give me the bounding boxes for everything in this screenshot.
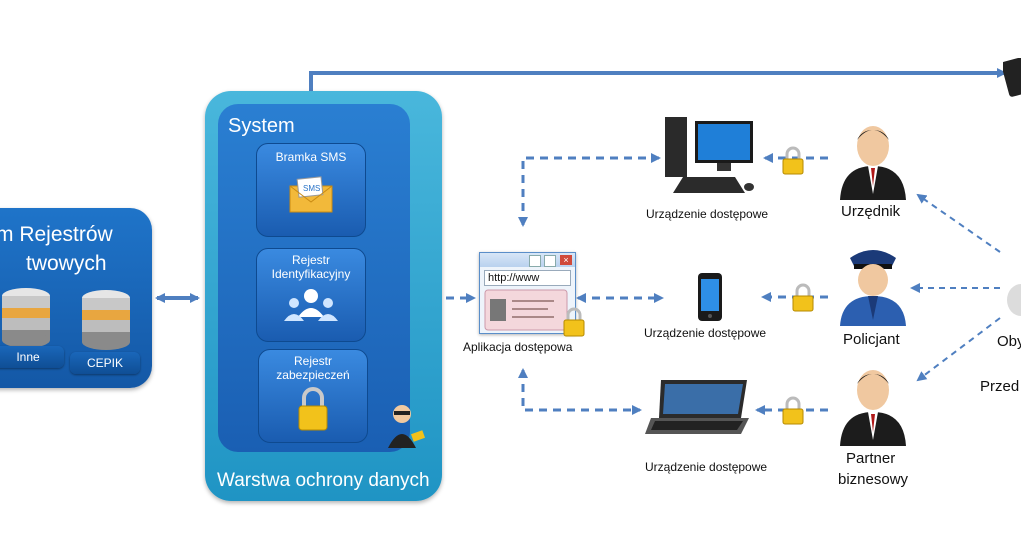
state-registers-title-line1: m Rejestrów	[0, 223, 113, 246]
browser-titlebar: ×	[480, 253, 575, 267]
register-tab-other-label: Inne	[16, 350, 40, 364]
register-tab-cepik-label: CEPIK	[86, 356, 123, 370]
business-partner-icon	[840, 370, 906, 446]
police-label: Policjant	[843, 331, 900, 348]
database-icon	[2, 288, 50, 348]
id-card-icon	[484, 289, 568, 331]
access-application-label: Aplikacja dostępowa	[463, 340, 573, 354]
security-register-card: Rejestr zabezpieczeń	[258, 349, 368, 443]
url-bar[interactable]: http://www	[484, 270, 571, 286]
mobile-phone-icon	[1003, 58, 1021, 97]
app-desktop-arrow	[518, 153, 661, 227]
register-tab-other: Inne	[0, 346, 64, 368]
partner-label-line2: biznesowy	[838, 471, 909, 488]
police-officer-icon	[840, 250, 906, 326]
clerk-avatar-icon	[840, 126, 906, 200]
security-register-label-line1: Rejestr	[293, 354, 332, 368]
padlock-icon	[298, 387, 328, 431]
sms-badge: SMS	[303, 184, 320, 193]
browser-window: × http://www	[479, 252, 576, 334]
desktop-device-label: Urządzenie dostępowe	[646, 207, 769, 221]
system-title: System	[228, 115, 295, 137]
entrepreneur-label: Przed	[980, 378, 1020, 395]
desktop-computer-icon	[665, 117, 754, 193]
clerk-label: Urzędnik	[841, 203, 901, 220]
citizen-partner-arrow	[916, 317, 1001, 382]
padlock-icon	[782, 146, 804, 175]
security-register-label-line2: zabezpieczeń	[276, 368, 350, 382]
app-laptop-arrow	[518, 368, 642, 415]
register-tab-cepik: CEPIK	[70, 352, 140, 374]
id-register-label-line1: Rejestr	[291, 253, 330, 267]
state-registers-title: m Rejestrów twowych	[0, 220, 113, 278]
laptop-device-label: Urządzenie dostępowe	[645, 460, 768, 474]
state-registers-box: m Rejestrów twowych Inne CEPIK	[0, 208, 152, 388]
phone-device-label: Urządzenie dostępowe	[644, 326, 767, 340]
padlock-icon	[563, 307, 585, 337]
laptop-icon	[645, 380, 749, 434]
people-group-icon	[284, 289, 338, 321]
envelope-icon: SMS	[289, 176, 333, 213]
state-registers-title-line2: twowych	[26, 252, 107, 275]
padlock-icon	[782, 396, 804, 425]
minimize-icon[interactable]	[529, 255, 541, 267]
citizen-clerk-arrow	[916, 193, 1001, 253]
data-protection-layer-title: Warstwa ochrony danych	[217, 470, 430, 491]
security-agent-icon	[388, 405, 426, 448]
citizen-avatar-icon	[1007, 284, 1021, 316]
id-register-label-line2: Identyfikacyjny	[271, 267, 351, 281]
sms-gateway-card: Bramka SMS SMS	[256, 143, 366, 237]
sms-gateway-label: Bramka SMS	[275, 150, 347, 164]
close-icon[interactable]: ×	[560, 255, 572, 265]
citizen-label: Obyv	[997, 333, 1021, 350]
id-register-card: Rejestr Identyfikacyjny	[256, 248, 366, 342]
smartphone-icon	[698, 273, 722, 321]
maximize-icon[interactable]	[544, 255, 556, 267]
partner-label-line1: Partner	[846, 450, 896, 467]
padlock-icon	[792, 283, 814, 312]
database-icon	[82, 290, 130, 350]
